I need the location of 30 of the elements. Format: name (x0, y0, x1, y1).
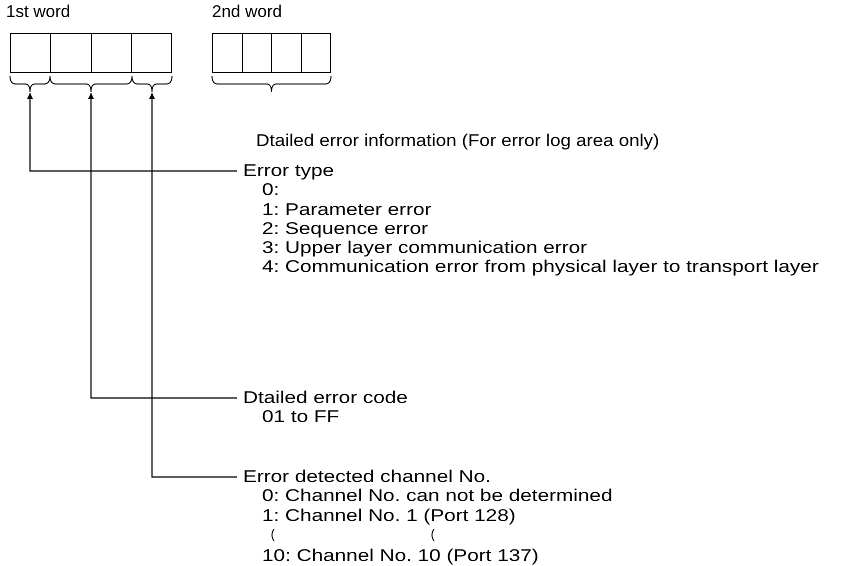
byte-cell (271, 33, 302, 73)
leader-arrow (149, 93, 237, 478)
leader-arrow (88, 93, 237, 399)
list-item: 1: Channel No. 1 (Port 128) (262, 506, 516, 525)
leader-arrow (27, 93, 237, 172)
curly-brace (212, 76, 332, 92)
list-item: 01 to FF (262, 407, 340, 427)
field-heading: Error type (243, 161, 334, 180)
byte-cell (212, 33, 242, 73)
byte-cell (300, 33, 331, 73)
byte-cell (242, 33, 272, 73)
list-item: 4: Communication error from physical layer to transport layer (262, 257, 819, 277)
list-item: 3: Upper layer communication error (262, 238, 588, 258)
field-heading: Error detected channel No. (243, 467, 491, 486)
curly-brace (132, 76, 172, 92)
byte-cell (130, 33, 172, 73)
word-label: 1st word (6, 2, 70, 22)
list-item: 0: Channel No. can not be determined (262, 486, 613, 506)
list-item: 2: Sequence error (262, 218, 428, 238)
description-text: Dtailed error information (For error log area only) (256, 131, 660, 150)
list-item: 1: Parameter error (262, 200, 432, 219)
byte-cell (90, 33, 132, 73)
word-label: 2nd word (212, 2, 282, 22)
byte-cell (50, 33, 92, 73)
byte-cell (10, 33, 52, 73)
curly-brace (50, 76, 132, 92)
field-heading: Dtailed error code (243, 388, 408, 408)
list-item: 10: Channel No. 10 (Port 137) (262, 546, 539, 566)
list-item: 0: (262, 180, 280, 200)
curly-brace (10, 76, 50, 92)
